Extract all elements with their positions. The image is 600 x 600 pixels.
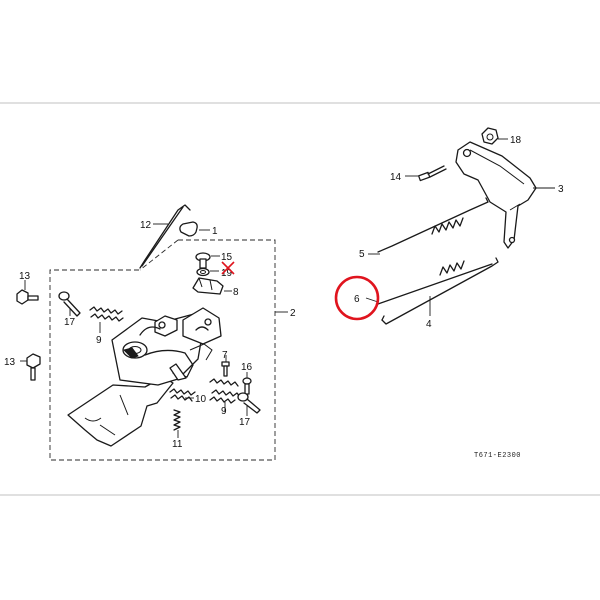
callout-18: 18	[510, 135, 522, 146]
callout-11: 11	[172, 439, 183, 450]
part-19-washer	[196, 267, 219, 277]
callout-17-right: 17	[239, 417, 251, 428]
part-9-spring-left	[89, 306, 124, 333]
part-17-screw-left	[58, 291, 81, 317]
highlight-circle	[334, 275, 380, 321]
callout-7: 7	[222, 350, 228, 361]
part-16-screw	[242, 372, 252, 395]
callout-17-left: 17	[64, 317, 76, 328]
callout-12: 12	[140, 220, 152, 231]
part-9-spring-right	[209, 378, 241, 412]
part-2-governor-plate	[67, 307, 222, 447]
callout-15: 15	[221, 252, 233, 263]
part-6-rod	[365, 263, 493, 305]
callout-3: 3	[558, 184, 564, 195]
part-11-spring	[173, 409, 181, 438]
diagram-code: T671-E2300	[474, 452, 521, 460]
part-12-rod	[139, 204, 191, 269]
callout-16: 16	[241, 362, 253, 373]
part-18-nut	[481, 127, 508, 145]
part-3-control-lever	[455, 141, 555, 249]
part-14-bolt	[405, 165, 447, 182]
callout-14: 14	[390, 172, 402, 183]
part-7-screw	[221, 355, 230, 377]
strike-mark	[221, 261, 235, 275]
callout-6: 6	[354, 294, 360, 305]
callout-5: 5	[359, 249, 365, 260]
callout-1: 1	[212, 226, 218, 237]
callout-4: 4	[426, 319, 432, 330]
callout-9-right: 9	[221, 406, 227, 417]
callout-19: 19	[221, 268, 233, 279]
callout-9-left: 9	[96, 335, 102, 346]
part-13-bolt-upper	[16, 280, 39, 305]
part-10-spring	[169, 388, 196, 402]
callout-8: 8	[233, 287, 239, 298]
assembly-frame	[49, 239, 288, 461]
part-4-rod	[381, 257, 499, 325]
callout-2: 2	[290, 308, 296, 319]
part-17-screw-right	[237, 392, 261, 416]
part-15-bolt	[195, 252, 220, 269]
part-8-clamp	[192, 277, 232, 295]
part-13-bolt-lower	[20, 353, 41, 381]
callout-13-upper: 13	[19, 271, 31, 282]
callout-10: 10	[195, 394, 207, 405]
part-1-clip	[179, 221, 210, 237]
part-5-rod	[368, 197, 489, 255]
callout-13-lower: 13	[4, 357, 16, 368]
